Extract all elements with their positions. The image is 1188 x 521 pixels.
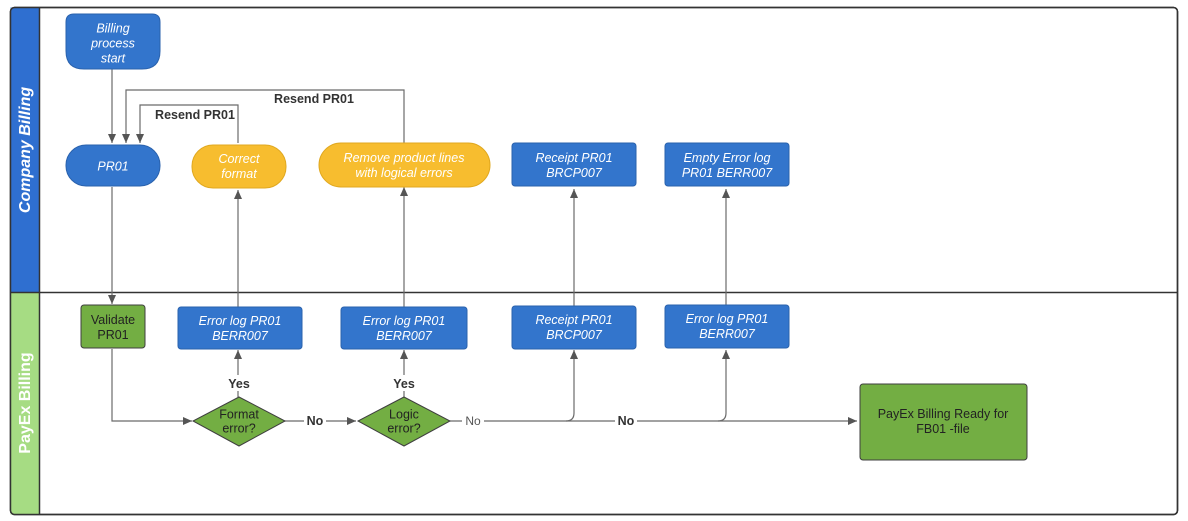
edge-label-resend-outer: Resend PR01 (274, 92, 354, 106)
node-label-line: PR01 (97, 160, 128, 174)
node-label-line: BRCP007 (546, 166, 603, 180)
node-label-line: start (101, 52, 126, 66)
node-label-line: format (221, 167, 257, 181)
node-label-line: BRCP007 (546, 328, 603, 342)
edge-label-yes-format: Yes (228, 377, 250, 391)
edge-label-resend-inner: Resend PR01 (155, 108, 235, 122)
lane-header-payex (10, 292, 40, 515)
lane-title-company: Company Billing (17, 87, 34, 213)
edge-validate-to-format (111, 349, 192, 425)
node-label-line: Empty Error log (684, 151, 771, 165)
node-label-line: PR01 (97, 328, 128, 342)
node-label-line: error? (387, 422, 420, 436)
node-label-line: BERR007 (699, 327, 756, 341)
edge-label-no-format: No (307, 414, 324, 428)
edge-correct-to-pr01 (136, 104, 239, 143)
node-pr01-label: PR01 (97, 160, 128, 174)
node-label-line: error? (222, 422, 255, 436)
node-label-line: Error log PR01 (199, 314, 282, 328)
edge-remove-to-pr01 (122, 89, 405, 143)
node-label-line: process (90, 37, 135, 51)
node-label-line: Billing (96, 22, 129, 36)
node-label-line: PR01 BERR007 (682, 166, 773, 180)
node-label-line: PayEx Billing Ready for (878, 407, 1009, 421)
node-label-line: Error log PR01 (686, 312, 769, 326)
node-label-line: Logic (389, 408, 419, 422)
node-label-line: Correct (219, 152, 261, 166)
lane-title-payex: PayEx Billing (17, 352, 34, 453)
node-label-line: BERR007 (212, 329, 269, 343)
node-label-line: Receipt PR01 (535, 313, 612, 327)
edge-label-no-logic: No (465, 414, 481, 428)
node-label-line: with logical errors (355, 166, 452, 180)
edge-label-no-main: No (618, 414, 635, 428)
edge-to-errlog3 (717, 350, 730, 422)
lane-header-company (10, 7, 40, 293)
node-label-line: FB01 -file (916, 422, 970, 436)
edge-to-receipt-bottom (565, 350, 578, 422)
diagram-frame-outline (9, 6, 1179, 516)
node-label-line: Format (219, 408, 259, 422)
edge-label-yes-logic: Yes (393, 377, 415, 391)
node-label-line: Receipt PR01 (535, 151, 612, 165)
node-label-line: Remove product lines (344, 151, 465, 165)
node-pr01[interactable]: PR01 (65, 144, 161, 187)
node-label-line: BERR007 (376, 329, 433, 343)
node-label-line: Validate (91, 313, 135, 327)
node-label-line: Error log PR01 (363, 314, 446, 328)
